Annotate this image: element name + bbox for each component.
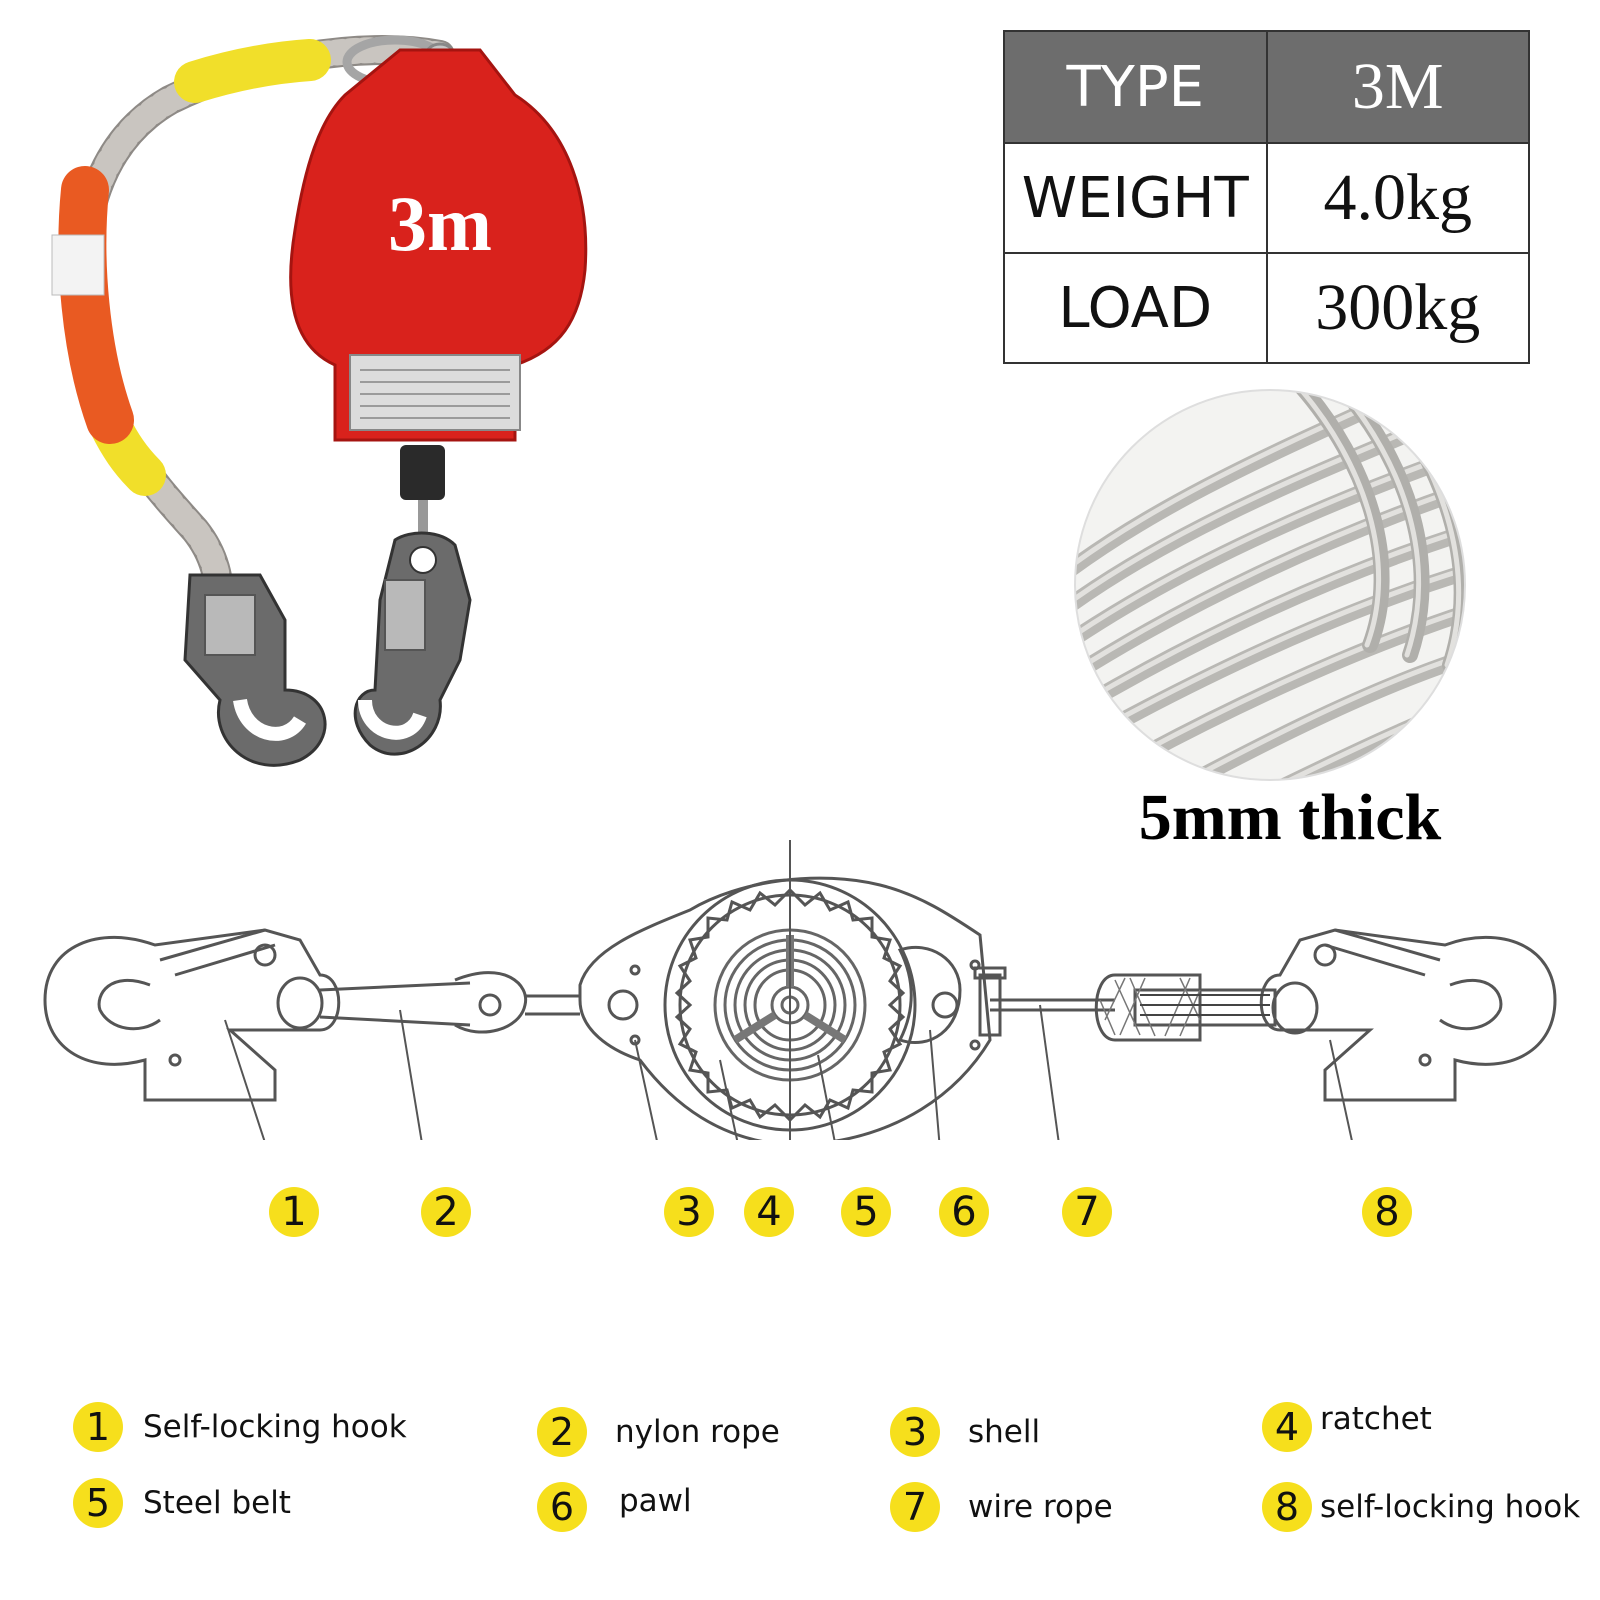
legend-number: 4 <box>1262 1402 1312 1452</box>
legend-item-2: 2 nylon rope <box>537 1407 780 1457</box>
photo-hook-left <box>183 573 327 767</box>
legend-label: ratchet <box>1320 1401 1432 1437</box>
spec-value: 3M <box>1265 30 1530 144</box>
diagram-pawl <box>897 945 962 1045</box>
legend-number: 3 <box>890 1407 940 1457</box>
spec-value: 300kg <box>1265 252 1530 364</box>
callout-7: 7 <box>1062 1187 1112 1237</box>
spec-key: TYPE <box>1003 30 1268 144</box>
legend-number: 1 <box>73 1402 123 1452</box>
diagram-wire-rope <box>973 966 1115 1037</box>
legend-label: Self-locking hook <box>143 1409 407 1445</box>
legend-number: 2 <box>537 1407 587 1457</box>
diagram-shell <box>578 876 992 1140</box>
reel-label: 3m <box>388 180 492 267</box>
diagram-nylon-rope <box>276 971 580 1034</box>
legend-label: Steel belt <box>143 1485 291 1521</box>
technical-diagram <box>43 840 1557 1140</box>
spec-value: 4.0kg <box>1265 142 1530 254</box>
diagram-ferrule <box>1094 973 1277 1042</box>
callout-5: 5 <box>841 1187 891 1237</box>
legend-label: nylon rope <box>615 1414 780 1450</box>
spec-row-type: TYPE 3M <box>1003 30 1530 144</box>
wire-rope-coil <box>1074 389 1466 781</box>
legend-label: pawl <box>619 1483 692 1519</box>
product-illustration: 3m <box>51 35 588 767</box>
callout-3: 3 <box>664 1187 714 1237</box>
legend-label: shell <box>968 1414 1041 1450</box>
spec-key: LOAD <box>1003 252 1268 364</box>
legend-item-3: 3 shell <box>890 1407 1040 1457</box>
callout-6: 6 <box>939 1187 989 1237</box>
yellow-sleeve-top <box>174 39 331 103</box>
legend-number: 8 <box>1262 1482 1312 1532</box>
spec-row-load: LOAD 300kg <box>1003 252 1530 364</box>
diagram-hook-left <box>43 928 341 1102</box>
legend-item-5: 5 Steel belt <box>73 1478 291 1528</box>
wire-thickness-caption: 5mm thick <box>1138 781 1442 854</box>
legend-item-8: 8 self-locking hook <box>1262 1482 1580 1532</box>
spec-row-weight: WEIGHT 4.0kg <box>1003 142 1530 254</box>
legend-item-7: 7 wire rope <box>890 1482 1113 1532</box>
photo-hook-right <box>353 531 472 756</box>
callout-4: 4 <box>744 1187 794 1237</box>
orange-sleeve <box>58 166 134 444</box>
legend-label: wire rope <box>968 1489 1113 1525</box>
legend-number: 7 <box>890 1482 940 1532</box>
legend-number: 6 <box>537 1482 587 1532</box>
legend-label: self-locking hook <box>1320 1489 1581 1525</box>
legend-item-1: 1 Self-locking hook <box>73 1402 407 1452</box>
callout-2: 2 <box>421 1187 471 1237</box>
callout-8: 8 <box>1362 1187 1412 1237</box>
legend-item-4: 4 ratchet <box>1262 1401 1432 1452</box>
spec-key: WEIGHT <box>1003 142 1268 254</box>
diagram-hook-right <box>1259 928 1557 1102</box>
callout-1: 1 <box>269 1187 319 1237</box>
spec-table: TYPE 3M WEIGHT 4.0kg LOAD 300kg <box>1003 30 1530 364</box>
legend-item-6: 6 pawl <box>537 1482 692 1532</box>
legend-number: 5 <box>73 1478 123 1528</box>
